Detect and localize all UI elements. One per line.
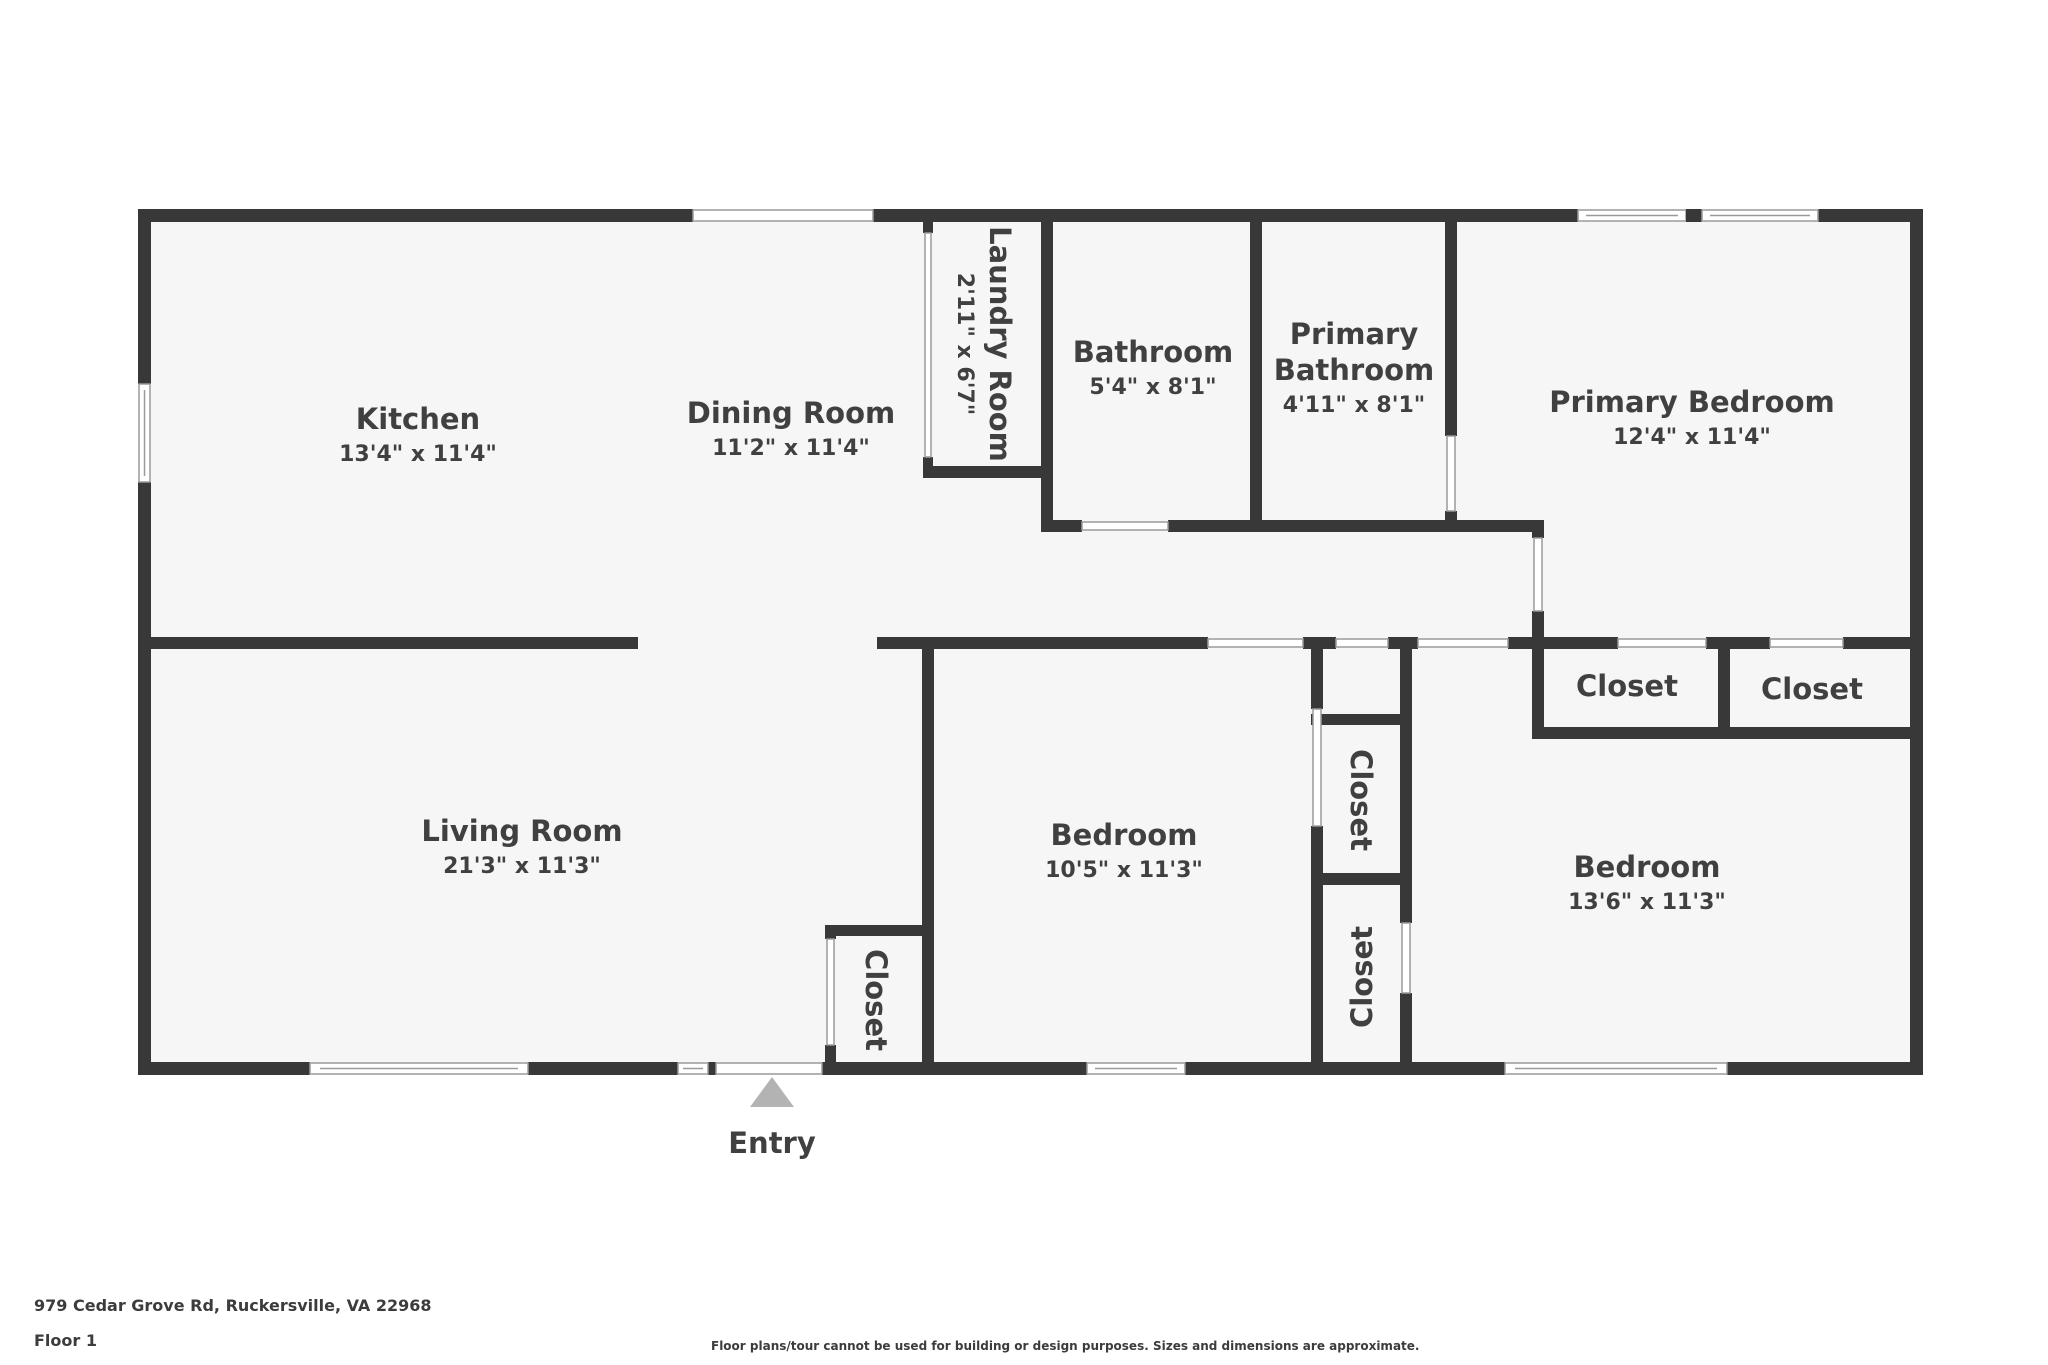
closet-primary-right-label: Closet [1761, 672, 1863, 706]
entry-marker: Entry [728, 1077, 816, 1160]
door-closet-living [826, 938, 835, 1046]
bathroom-label: Bathroom 5'4" x 8'1" [1073, 335, 1234, 400]
door-closet-middle-lower [1401, 922, 1411, 994]
door-primary-bathroom [1446, 435, 1456, 512]
door-closet-middle-upper [1312, 708, 1322, 827]
closet-primary-left-label: Closet [1576, 669, 1678, 703]
exterior-walls [138, 209, 1923, 1075]
door-primary-bedroom [1533, 537, 1543, 612]
living-room-label: Living Room 21'3" x 11'3" [421, 814, 622, 879]
primary-bathroom-name-line1: Primary [1290, 317, 1419, 351]
primary-bedroom-dims: 12'4" x 11'4" [1613, 425, 1771, 450]
living-room-name: Living Room [421, 814, 622, 848]
bedroom-2-dims: 13'6" x 11'3" [1568, 890, 1726, 915]
windows [138, 209, 1819, 1075]
address-text: 979 Cedar Grove Rd, Ruckersville, VA 229… [34, 1296, 432, 1315]
bedroom-1-label: Bedroom 10'5" x 11'3" [1045, 818, 1203, 883]
primary-bathroom-name-line2: Bathroom [1274, 353, 1435, 387]
entry-label: Entry [728, 1126, 816, 1160]
primary-bathroom-label: Primary Bathroom 4'11" x 8'1" [1274, 317, 1435, 418]
door-laundry [924, 232, 932, 458]
door-closet-primary-right [1769, 638, 1844, 648]
door-closet-top [1335, 638, 1389, 648]
laundry-room-dims: 2'11" x 6'7" [952, 273, 977, 415]
living-room-dims: 21'3" x 11'3" [443, 854, 601, 879]
bathroom-name: Bathroom [1073, 335, 1234, 369]
kitchen-dims: 13'4" x 11'4" [339, 442, 497, 467]
entry-door [715, 1062, 823, 1075]
laundry-room-label: Laundry Room 2'11" x 6'7" [952, 226, 1017, 462]
kitchen-label: Kitchen 13'4" x 11'4" [339, 402, 497, 467]
bedroom-2-label: Bedroom 13'6" x 11'3" [1568, 850, 1726, 915]
closet-living-label: Closet [859, 949, 893, 1051]
door-bedroom-1 [1207, 638, 1304, 648]
primary-bedroom-name: Primary Bedroom [1549, 385, 1834, 419]
kitchen-name: Kitchen [356, 402, 480, 436]
primary-bedroom-label: Primary Bedroom 12'4" x 11'4" [1549, 385, 1834, 450]
door-bathroom [1081, 521, 1169, 531]
window-kitchen-top [692, 209, 874, 222]
interior-doors [826, 232, 1844, 1046]
bathroom-dims: 5'4" x 8'1" [1089, 375, 1216, 400]
closet-lower-middle-label: Closet [1345, 926, 1379, 1028]
dining-room-name: Dining Room [687, 396, 896, 430]
door-bedroom-2 [1417, 638, 1509, 648]
bedroom-1-name: Bedroom [1051, 818, 1198, 852]
entry-arrow-icon [750, 1077, 794, 1107]
bedroom-1-dims: 10'5" x 11'3" [1045, 858, 1203, 883]
dining-room-dims: 11'2" x 11'4" [712, 436, 870, 461]
door-closet-primary-left [1617, 638, 1707, 648]
closet-upper-middle-label: Closet [1344, 749, 1378, 851]
bedroom-2-name: Bedroom [1574, 850, 1721, 884]
disclaimer-text: Floor plans/tour cannot be used for buil… [711, 1339, 1420, 1353]
dining-room-label: Dining Room 11'2" x 11'4" [687, 396, 896, 461]
floor-label: Floor 1 [34, 1331, 97, 1350]
primary-bathroom-dims: 4'11" x 8'1" [1283, 393, 1425, 418]
interior-walls [145, 217, 1913, 1075]
laundry-room-name: Laundry Room [983, 226, 1017, 462]
